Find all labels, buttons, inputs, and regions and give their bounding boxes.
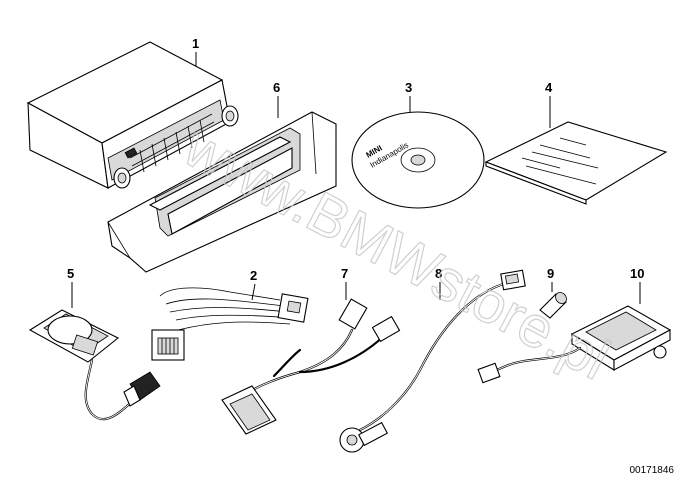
callout-5: 5	[67, 266, 74, 281]
callout-4: 4	[545, 80, 553, 95]
callout-1: 1	[192, 36, 199, 51]
callout-10: 10	[630, 266, 644, 281]
callout-2: 2	[250, 268, 257, 283]
callout-9: 9	[547, 266, 554, 281]
part-3-cd[interactable]: MINI Indianapolis 3	[351, 80, 485, 209]
part-2-wiring-harness[interactable]: 2	[151, 268, 309, 361]
part-8-antenna-cable[interactable]: 8	[339, 266, 526, 453]
callout-6: 6	[273, 80, 280, 95]
part-9-fuse-cylinder[interactable]: 9	[539, 266, 569, 319]
callout-8: 8	[435, 266, 442, 281]
callout-7: 7	[341, 266, 348, 281]
part-7-adapter-cable[interactable]: 7	[221, 266, 401, 435]
part-6-bezel[interactable]: 6	[107, 80, 337, 273]
part-4-manual[interactable]: 4	[484, 80, 668, 205]
callout-3: 3	[405, 80, 412, 95]
part-10-control-module[interactable]: 10	[477, 266, 672, 384]
diagram-id: 00171846	[629, 465, 675, 476]
part-5-antenna[interactable]: 5	[28, 266, 161, 421]
part-1-radio-unit[interactable]: 1	[26, 36, 239, 189]
